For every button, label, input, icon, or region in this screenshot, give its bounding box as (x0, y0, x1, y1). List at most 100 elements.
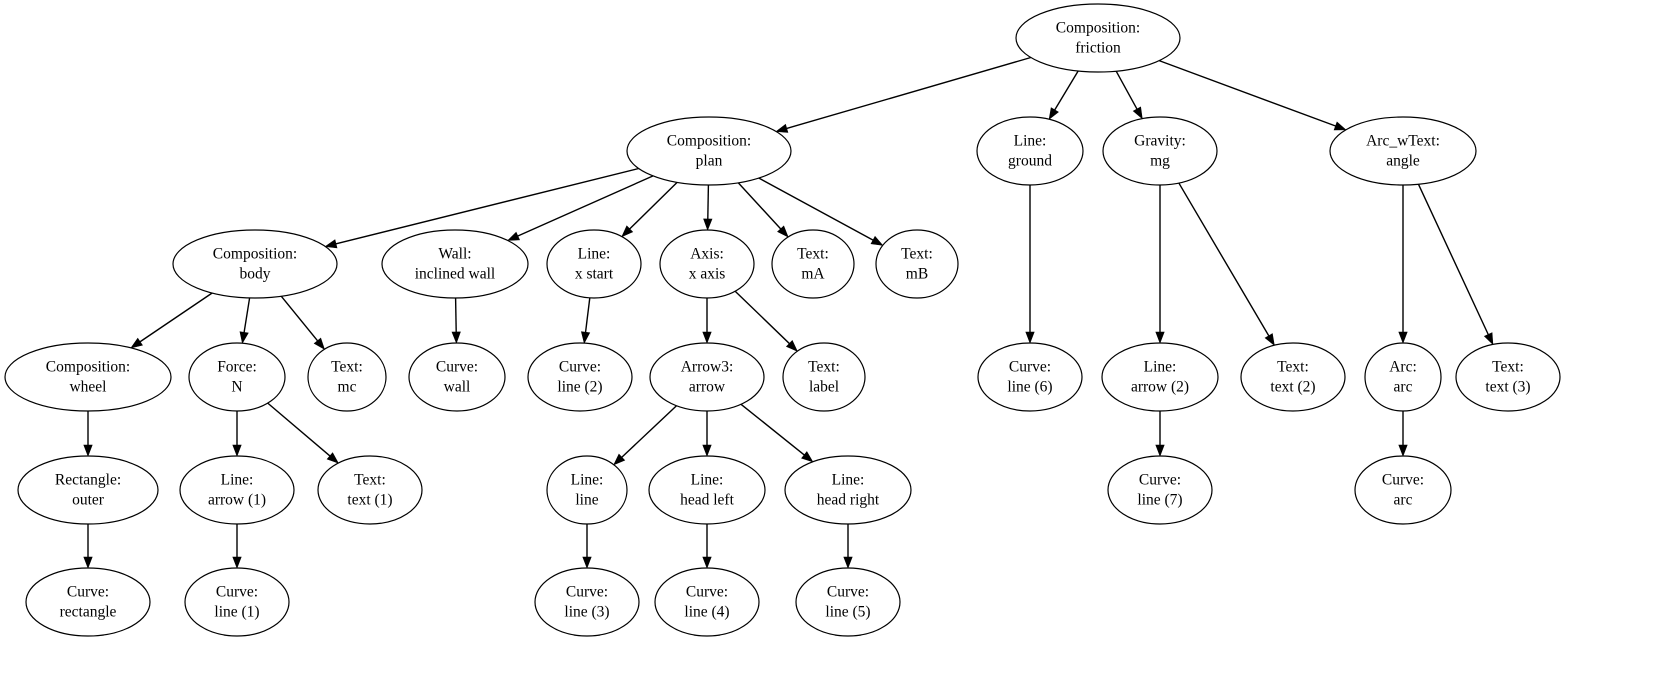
graph-edge (267, 402, 339, 464)
edge-arrowhead-icon (580, 331, 591, 344)
edge-arrowhead-icon (785, 340, 798, 352)
graph-node-arrow3[interactable]: Arrow3:arrow (649, 342, 765, 412)
graph-edge (580, 297, 591, 344)
node-ellipse[interactable] (546, 455, 628, 525)
node-label-type: Line: (1014, 133, 1047, 150)
graph-node-text1[interactable]: Text:text (1) (317, 455, 423, 525)
node-ellipse[interactable] (307, 342, 387, 412)
graph-node-line4[interactable]: Curve:line (4) (654, 567, 760, 637)
node-ellipse[interactable] (317, 455, 423, 525)
node-ellipse[interactable] (1455, 342, 1561, 412)
graph-node-mB[interactable]: Text:mB (875, 229, 959, 299)
node-ellipse[interactable] (784, 455, 912, 525)
node-ellipse[interactable] (25, 567, 151, 637)
node-ellipse[interactable] (977, 342, 1083, 412)
graph-node-rectangle[interactable]: Curve:rectangle (25, 567, 151, 637)
graph-node-forceN[interactable]: Force:N (188, 342, 286, 412)
node-ellipse[interactable] (771, 229, 855, 299)
graph-node-ground[interactable]: Line:ground (976, 116, 1084, 186)
node-ellipse[interactable] (1102, 116, 1218, 186)
graph-node-outer[interactable]: Rectangle:outer (17, 455, 159, 525)
node-label-type: Composition: (667, 133, 751, 150)
node-ellipse[interactable] (1240, 342, 1346, 412)
graph-node-arrow2[interactable]: Line:arrow (2) (1101, 342, 1219, 412)
graph-node-arrow1[interactable]: Line:arrow (1) (179, 455, 295, 525)
node-ellipse[interactable] (654, 567, 760, 637)
node-ellipse[interactable] (4, 342, 172, 412)
graph-node-curvearc[interactable]: Curve:arc (1354, 455, 1452, 525)
node-label-name: line (7) (1137, 492, 1182, 509)
graph-node-plan[interactable]: Composition:plan (626, 116, 792, 186)
node-ellipse[interactable] (408, 342, 506, 412)
node-label-name: arrow (1) (208, 492, 266, 509)
graph-edge (702, 298, 712, 344)
edge-line (335, 167, 639, 245)
graph-node-arc[interactable]: Arc:arc (1364, 342, 1442, 412)
node-ellipse[interactable] (1107, 455, 1213, 525)
graph-node-inclinedwall[interactable]: Wall:inclined wall (381, 229, 529, 299)
graph-node-label[interactable]: Text:label (782, 342, 866, 412)
graph-node-line3[interactable]: Curve:line (3) (534, 567, 640, 637)
graph-node-body[interactable]: Composition:body (172, 229, 338, 299)
graph-node-mA[interactable]: Text:mA (771, 229, 855, 299)
graph-node-line7[interactable]: Curve:line (7) (1107, 455, 1213, 525)
graph-node-wheel[interactable]: Composition:wheel (4, 342, 172, 412)
node-ellipse[interactable] (1354, 455, 1452, 525)
edge-line (740, 403, 805, 456)
node-ellipse[interactable] (1364, 342, 1442, 412)
node-ellipse[interactable] (546, 229, 642, 299)
graph-node-line5[interactable]: Curve:line (5) (795, 567, 901, 637)
graph-node-text2[interactable]: Text:text (2) (1240, 342, 1346, 412)
graph-node-text3[interactable]: Text:text (3) (1455, 342, 1561, 412)
node-ellipse[interactable] (976, 116, 1084, 186)
edge-arrowhead-icon (83, 556, 93, 569)
graph-node-line[interactable]: Line:line (546, 455, 628, 525)
node-ellipse[interactable] (626, 116, 792, 186)
graph-node-headleft[interactable]: Line:head left (648, 455, 766, 525)
node-label-name: body (240, 266, 271, 283)
node-ellipse[interactable] (648, 455, 766, 525)
graph-node-line2[interactable]: Curve: line (2) (527, 342, 633, 412)
edge-line (267, 402, 331, 457)
graph-node-angle[interactable]: Arc_wText:angle (1329, 116, 1477, 186)
node-label-name: mg (1150, 153, 1170, 170)
edge-line (786, 56, 1032, 130)
node-label-name: label (809, 379, 839, 396)
graph-node-headright[interactable]: Line:head right (784, 455, 912, 525)
node-label-name: line (2) (557, 379, 602, 396)
node-ellipse[interactable] (649, 342, 765, 412)
edge-line (280, 295, 319, 342)
graph-node-mg[interactable]: Gravity:mg (1102, 116, 1218, 186)
graph-node-wall[interactable]: Curve:wall (408, 342, 506, 412)
node-ellipse[interactable] (795, 567, 901, 637)
edge-line (707, 184, 710, 220)
graph-node-xstart[interactable]: Line:x start (546, 229, 642, 299)
node-label-type: Arc_wText: (1366, 133, 1440, 150)
node-ellipse[interactable] (659, 229, 755, 299)
node-ellipse[interactable] (1101, 342, 1219, 412)
node-ellipse[interactable] (184, 567, 290, 637)
node-ellipse[interactable] (179, 455, 295, 525)
node-ellipse[interactable] (875, 229, 959, 299)
graph-node-friction[interactable]: Composition:friction (1015, 3, 1181, 73)
node-ellipse[interactable] (527, 342, 633, 412)
node-ellipse[interactable] (1015, 3, 1181, 73)
node-ellipse[interactable] (172, 229, 338, 299)
node-ellipse[interactable] (17, 455, 159, 525)
graph-edge (703, 184, 713, 231)
node-ellipse[interactable] (1329, 116, 1477, 186)
graph-node-mc[interactable]: Text:mc (307, 342, 387, 412)
graph-node-xaxis[interactable]: Axis:x axis (659, 229, 755, 299)
graph-node-line1[interactable]: Curve:line (1) (184, 567, 290, 637)
edge-arrowhead-icon (613, 453, 626, 466)
graph-edge (1048, 70, 1079, 121)
edge-arrowhead-icon (1333, 121, 1347, 131)
node-ellipse[interactable] (534, 567, 640, 637)
node-label-type: Curve: (559, 359, 601, 376)
node-ellipse[interactable] (381, 229, 529, 299)
graph-node-line6[interactable]: Curve:line (6) (977, 342, 1083, 412)
node-ellipse[interactable] (188, 342, 286, 412)
node-ellipse[interactable] (782, 342, 866, 412)
edge-line (1178, 182, 1270, 337)
edge-line (758, 177, 874, 241)
